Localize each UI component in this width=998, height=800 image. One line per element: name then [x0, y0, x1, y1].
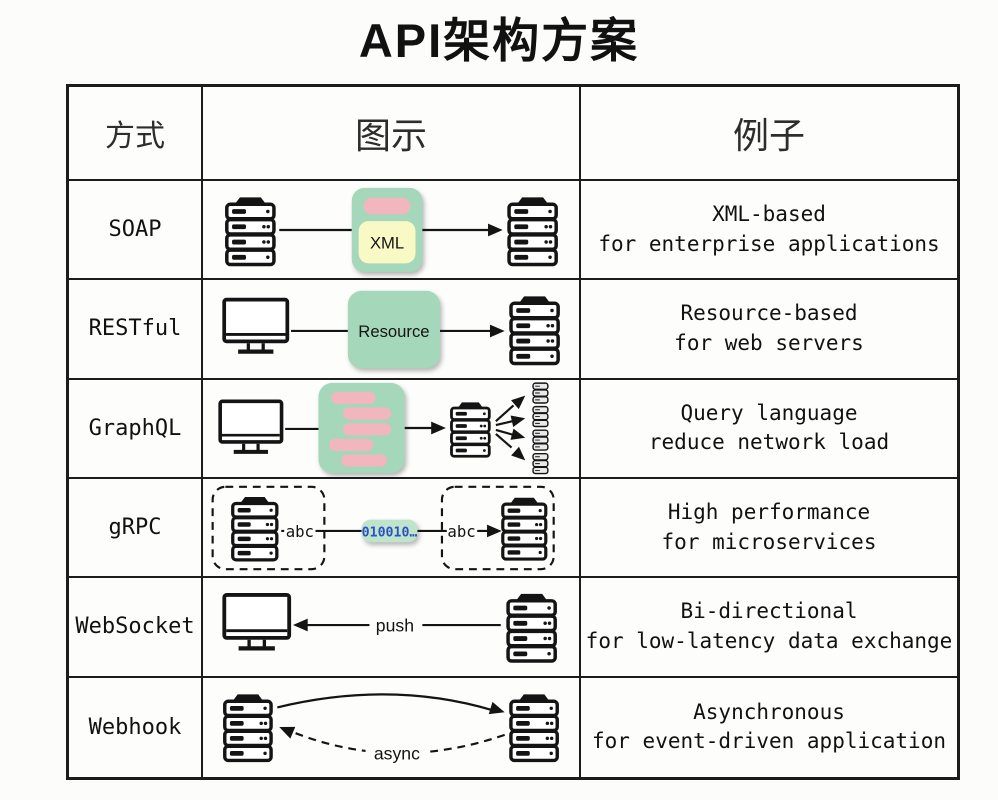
server-icon: [507, 195, 558, 266]
server-icon: [501, 495, 548, 561]
abc-left-label: abc: [286, 521, 314, 540]
method-webhook: Webhook: [69, 677, 203, 777]
arrow-left-push: push: [293, 615, 501, 635]
diagram-grpc: abc 010010… abc: [203, 479, 581, 579]
arrow-right: [477, 524, 502, 537]
soap-diagram-svg: XML: [225, 187, 558, 272]
fanout-arrows: [495, 395, 526, 461]
diagram-soap: XML: [203, 181, 581, 281]
example-webhook: Asynchronous for event-driven applicatio…: [581, 678, 957, 777]
example-line: for web servers: [674, 330, 864, 355]
push-label: push: [376, 615, 414, 635]
example-line: for enterprise applications: [598, 231, 940, 256]
binary-pill: 010010…: [361, 519, 418, 542]
method-grpc: gRPC: [69, 479, 203, 579]
server-icon: [222, 692, 273, 763]
example-line: Resource-based: [680, 301, 858, 326]
method-restful: RESTful: [69, 280, 203, 380]
dashed-async-arrow: async: [279, 727, 506, 765]
example-line: Bi-directional: [680, 599, 858, 624]
method-websocket: WebSocket: [69, 578, 203, 678]
monitor-icon: [224, 595, 289, 648]
diagram-webhook: async: [203, 677, 581, 777]
monitor-icon: [220, 402, 281, 453]
async-label: async: [374, 744, 420, 764]
label-backing: [284, 520, 316, 540]
page-title: API架构方案: [358, 14, 640, 67]
solid-curved-arrow: [277, 693, 505, 715]
method-graphql: GraphQL: [69, 379, 203, 479]
arrow-right: [404, 421, 446, 435]
example-line: Asynchronous: [693, 699, 845, 724]
api-architecture-table: 方式 图示 例子 SOAP XML XML-based for enterpri…: [66, 84, 960, 780]
server-icon: [231, 494, 279, 562]
database-icon: [532, 453, 549, 475]
server-icon: [225, 195, 276, 266]
server-icon: [509, 692, 560, 763]
diagram-websocket: push: [203, 578, 581, 678]
example-line: reduce network load: [648, 430, 890, 455]
arrow-right: [422, 223, 503, 237]
header-example: 例子: [581, 87, 957, 181]
diagram-graphql: [203, 379, 581, 479]
example-graphql: Query language reduce network load: [581, 380, 957, 479]
webhook-diagram-svg: async: [222, 692, 560, 765]
header-method: 方式: [69, 87, 203, 181]
example-line: Query language: [680, 400, 858, 425]
example-websocket: Bi-directional for low-latency data exch…: [581, 578, 957, 678]
restful-diagram-svg: Resource: [203, 290, 560, 369]
binary-label: 010010…: [362, 525, 418, 540]
server-icon: [509, 294, 560, 366]
resource-box: Resource: [347, 290, 440, 369]
database-icon: [532, 382, 549, 405]
abc-right-label: abc: [447, 521, 475, 540]
dashed-boundary-right: [440, 485, 555, 570]
example-grpc: High performance for microservices: [581, 479, 957, 579]
grpc-diagram-svg: abc 010010… abc: [211, 485, 555, 570]
dashed-boundary-left: [211, 485, 326, 570]
example-soap: XML-based for enterprise applications: [581, 181, 957, 281]
label-backing: [446, 520, 478, 540]
monitor-icon: [224, 300, 287, 352]
resource-label: Resource: [358, 322, 429, 341]
database-icon: [532, 406, 549, 428]
graphql-diagram-svg: [203, 382, 549, 475]
method-soap: SOAP: [69, 181, 203, 281]
example-line: for microservices: [661, 529, 877, 554]
server-icon: [506, 592, 557, 663]
query-document-icon: [318, 383, 405, 474]
xml-envelope-icon: XML: [351, 187, 423, 272]
example-line: for event-driven application: [591, 729, 946, 754]
database-icon: [532, 429, 549, 452]
example-restful: Resource-based for web servers: [581, 280, 957, 380]
xml-label: XML: [370, 233, 404, 252]
example-line: for low-latency data exchange: [585, 628, 953, 653]
arrow-right: [440, 324, 505, 338]
example-line: XML-based: [712, 201, 826, 226]
diagram-restful: Resource: [203, 280, 581, 380]
example-line: High performance: [667, 499, 871, 524]
server-icon: [450, 401, 491, 459]
websocket-diagram-svg: push: [203, 592, 557, 663]
header-diagram: 图示: [203, 87, 581, 181]
